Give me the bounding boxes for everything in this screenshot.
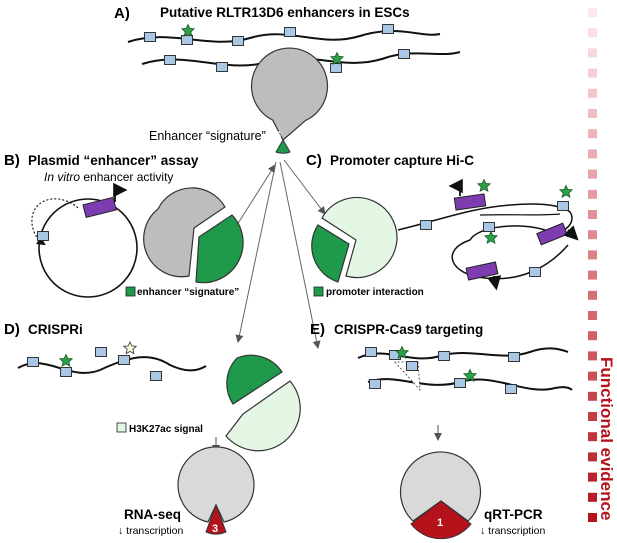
panel-b-legend: enhancer “signature” bbox=[137, 287, 239, 298]
evidence-square bbox=[588, 311, 597, 320]
panel-b-letter: B) bbox=[4, 152, 20, 169]
panel-a-count: 76 bbox=[269, 130, 281, 142]
panel-c-letter: C) bbox=[306, 152, 322, 169]
panel-e-effect: ↓ transcription bbox=[480, 525, 546, 537]
panel-b-legend-swatch bbox=[125, 286, 136, 297]
evidence-square bbox=[588, 290, 597, 300]
panel-d-legend: H3K27ac signal bbox=[129, 424, 203, 435]
flow-arrows bbox=[229, 159, 326, 349]
evidence-square bbox=[588, 28, 597, 38]
evidence-square bbox=[588, 412, 597, 421]
evidence-square bbox=[588, 48, 597, 58]
panel-d-letter: D) bbox=[4, 321, 20, 338]
panel-c-chromatin bbox=[397, 178, 579, 291]
panel-e-count: 1 bbox=[437, 517, 443, 529]
evidence-square bbox=[588, 149, 597, 159]
evidence-square bbox=[588, 129, 597, 139]
panel-c-pie bbox=[311, 196, 398, 283]
plasmid bbox=[31, 182, 138, 298]
evidence-square bbox=[588, 492, 597, 502]
evidence-square bbox=[588, 331, 597, 341]
evidence-square bbox=[588, 432, 597, 442]
panel-a-letter: A) bbox=[114, 5, 130, 22]
evidence-square bbox=[588, 88, 597, 98]
evidence-square bbox=[588, 230, 597, 240]
evidence-square bbox=[588, 109, 597, 118]
panel-d-effect: ↓ transcription bbox=[118, 525, 184, 537]
panel-c-legend-swatch bbox=[313, 286, 324, 297]
evidence-square bbox=[588, 351, 597, 361]
evidence-square bbox=[588, 472, 597, 482]
evidence-square bbox=[588, 68, 597, 78]
panel-e-assay: qRT-PCR bbox=[484, 507, 543, 522]
panel-c-legend: promoter interaction bbox=[326, 287, 424, 298]
evidence-square bbox=[588, 8, 597, 17]
evidence-square bbox=[588, 513, 597, 522]
panel-d-title: CRISPRi bbox=[28, 322, 83, 337]
panel-e-result-pie bbox=[399, 451, 482, 540]
evidence-square bbox=[588, 391, 597, 401]
panel-d-pies bbox=[225, 354, 301, 452]
evidence-square bbox=[588, 169, 597, 179]
evidence-square bbox=[588, 452, 597, 462]
panel-c-title: Promoter capture Hi-C bbox=[330, 153, 474, 168]
panel-a-title: Putative RLTR13D6 enhancers in ESCs bbox=[160, 5, 410, 20]
evidence-square bbox=[588, 371, 597, 381]
panel-d-assay: RNA-seq bbox=[124, 507, 181, 522]
panel-a-signature-label: Enhancer “signature” bbox=[149, 129, 266, 143]
evidence-square bbox=[588, 250, 597, 260]
panel-d-result-pie bbox=[177, 446, 255, 535]
panel-b-pie bbox=[143, 187, 244, 284]
panel-d-count: 3 bbox=[212, 523, 218, 535]
panel-e-title: CRISPR-Cas9 targeting bbox=[334, 322, 483, 337]
evidence-gradient bbox=[588, 8, 597, 522]
panel-d-legend-swatch bbox=[116, 422, 127, 433]
panel-b-title: Plasmid “enhancer” assay bbox=[28, 153, 199, 168]
functional-evidence-label: Functional evidence bbox=[597, 357, 616, 520]
panel-e-letter: E) bbox=[310, 321, 325, 338]
panel-d-dna bbox=[17, 341, 207, 381]
evidence-square bbox=[588, 270, 597, 280]
evidence-square bbox=[588, 189, 597, 199]
panel-b-subtitle: In vitro enhancer activity bbox=[44, 170, 173, 184]
panel-e-dna bbox=[357, 346, 573, 394]
evidence-square bbox=[588, 210, 597, 219]
panel-a-pie bbox=[250, 47, 329, 154]
